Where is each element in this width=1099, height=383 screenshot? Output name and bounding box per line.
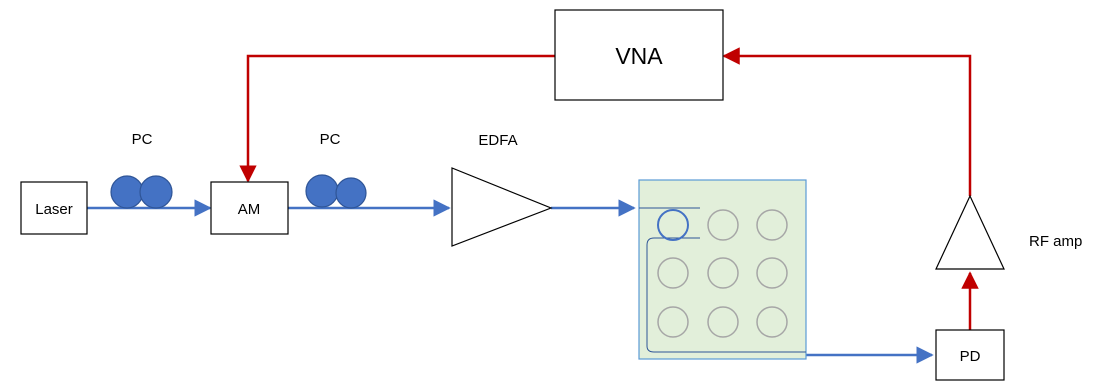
- edfa-triangle: [451, 167, 553, 247]
- pc-right-paddle-1: [305, 174, 339, 208]
- ring: [657, 306, 689, 338]
- ring: [707, 306, 739, 338]
- vna-box: [554, 9, 724, 101]
- pd-box: [935, 329, 1005, 381]
- pd-label: PD: [960, 348, 981, 365]
- rf-vna-to-am: [239, 54, 555, 183]
- ring: [657, 257, 689, 289]
- rf-rfamp-to-vna: [722, 47, 972, 196]
- edfa-label: EDFA: [478, 132, 517, 149]
- ring: [756, 306, 788, 338]
- pc-left-paddle-1: [110, 175, 144, 209]
- ring: [707, 209, 739, 241]
- chip-substrate: [638, 179, 807, 360]
- chip-bus-waveguide: [639, 207, 806, 353]
- laser-box: [20, 181, 88, 235]
- rf-amp-label: RF amp: [1029, 233, 1082, 250]
- vna-label: VNA: [615, 43, 663, 69]
- pc-right-paddle-2: [335, 177, 367, 209]
- pc-right-label: PC: [320, 131, 341, 148]
- rf-amp-triangle: [935, 194, 1005, 270]
- am-label: AM: [238, 201, 261, 218]
- ring: [756, 257, 788, 289]
- ring: [756, 209, 788, 241]
- ring: [707, 257, 739, 289]
- pc-left-label: PC: [132, 131, 153, 148]
- am-box: [210, 181, 289, 235]
- laser-label: Laser: [35, 201, 73, 218]
- pc-left-paddle-2: [139, 175, 173, 209]
- ring-active: [657, 209, 689, 241]
- microring-chip: [638, 179, 807, 360]
